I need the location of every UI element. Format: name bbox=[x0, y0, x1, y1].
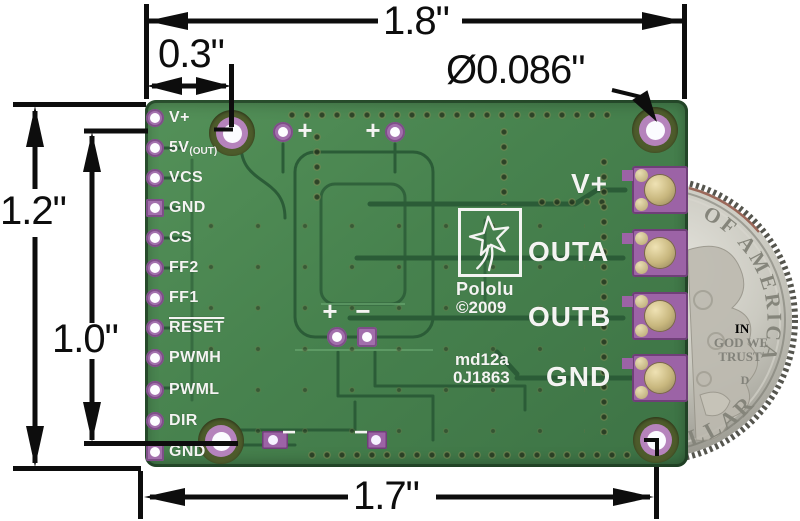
dimension-bottom-span: 1.7" bbox=[353, 474, 420, 518]
pin-hole bbox=[146, 381, 164, 399]
power-pad-outa bbox=[622, 229, 688, 277]
motto-line-3: TRUST bbox=[718, 349, 762, 364]
via-cluster bbox=[535, 195, 610, 210]
brand-text: Pololu bbox=[456, 279, 514, 299]
pin-hole bbox=[146, 169, 164, 187]
dimension-pin-span: 1.0" bbox=[52, 317, 119, 361]
pin-label: PWML bbox=[169, 381, 220, 398]
minus-mark: − bbox=[281, 419, 296, 446]
pin-hole bbox=[146, 139, 164, 157]
dimension-total-width: 1.8" bbox=[383, 0, 450, 43]
pin-hole bbox=[146, 349, 164, 367]
via-cluster bbox=[305, 448, 635, 462]
pin-row-vplus: V+ bbox=[146, 109, 190, 127]
dimension-hole-offset: 0.3" bbox=[158, 32, 225, 76]
pin-label: 5V(OUT) bbox=[169, 139, 218, 157]
ribbon-bow bbox=[699, 391, 731, 417]
pin-row-reset: RESET bbox=[146, 319, 224, 337]
pin-label: V+ bbox=[169, 109, 190, 126]
pin-hole bbox=[146, 229, 164, 247]
pin-label: GND bbox=[169, 443, 206, 460]
cap-hole bbox=[385, 122, 405, 142]
pin-hole bbox=[146, 412, 164, 430]
pin-label: CS bbox=[169, 229, 193, 246]
pad-label-outa: OUTA bbox=[528, 236, 610, 267]
dimension-hole-diameter: Ø0.086" bbox=[446, 48, 585, 92]
cap-hole-square bbox=[357, 327, 377, 347]
minus-mark: − bbox=[353, 419, 368, 446]
via-cluster bbox=[597, 155, 612, 435]
mint-mark: D bbox=[741, 373, 750, 387]
pad-label-gnd: GND bbox=[546, 361, 612, 392]
pad-label-outb: OUTB bbox=[528, 301, 612, 332]
pin-label: DIR bbox=[169, 412, 198, 429]
cap-hole bbox=[327, 327, 347, 347]
pin-row-dir: DIR bbox=[146, 412, 198, 430]
pin-label: FF2 bbox=[169, 259, 199, 276]
minus-mark: − bbox=[355, 296, 371, 326]
hair-curl bbox=[693, 290, 713, 310]
bottom-pad bbox=[367, 431, 387, 449]
pin-row-cs: CS bbox=[146, 229, 192, 247]
mounting-hole-top-right bbox=[632, 107, 678, 153]
pin-label: PWMH bbox=[169, 349, 222, 366]
via-cluster bbox=[285, 108, 615, 123]
pin-label: RESET bbox=[169, 319, 225, 336]
mounting-hole-bottom-right bbox=[633, 417, 679, 463]
plus-mark: + bbox=[322, 296, 338, 326]
pin-hole bbox=[146, 199, 164, 217]
plus-mark: + bbox=[365, 115, 381, 145]
pin-hole bbox=[146, 259, 164, 277]
pin-row-ff1: FF1 bbox=[146, 289, 199, 307]
plus-mark: + bbox=[297, 115, 313, 145]
cap-hole bbox=[273, 122, 293, 142]
pin-label: GND bbox=[169, 199, 206, 216]
motto-line-1: IN bbox=[735, 321, 750, 336]
serial-text: 0J1863 bbox=[453, 368, 510, 387]
power-pad-gnd bbox=[622, 354, 688, 402]
pololu-star-icon bbox=[468, 215, 510, 272]
pin-label-subscript: (OUT) bbox=[189, 146, 218, 157]
pin-row-ff2: FF2 bbox=[146, 259, 199, 277]
pin-hole bbox=[146, 289, 164, 307]
power-pad-vplus bbox=[622, 166, 688, 214]
pin-row-pwmh: PWMH bbox=[146, 349, 221, 367]
pin-row-pwml: PWML bbox=[146, 381, 219, 399]
bottom-pad bbox=[262, 431, 288, 449]
hair-curl bbox=[696, 371, 712, 387]
motor-driver-pcb: V+ 5V(OUT) VCS GND CS FF2 FF1 RESET PWMH… bbox=[145, 100, 688, 467]
pad-label-vplus: V+ bbox=[571, 168, 609, 199]
power-pad-outb bbox=[622, 292, 688, 340]
coin-reflection-line bbox=[688, 186, 760, 233]
pin-row-vcs: VCS bbox=[146, 169, 203, 187]
pololu-logo-box bbox=[458, 208, 522, 277]
via-cluster bbox=[497, 125, 512, 205]
pin-row-gnd2: GND bbox=[146, 443, 206, 461]
pin-hole bbox=[146, 109, 164, 127]
pin-hole bbox=[146, 319, 164, 337]
dimension-total-height: 1.2" bbox=[0, 189, 67, 233]
motto-line-2: GOD WE bbox=[714, 335, 768, 350]
model-text: md12a bbox=[455, 350, 509, 369]
copyright-text: ©2009 bbox=[456, 298, 507, 317]
pin-row-5vout: 5V(OUT) bbox=[146, 139, 217, 157]
hair-curl bbox=[707, 332, 725, 350]
pin-label: FF1 bbox=[169, 289, 199, 306]
pin-row-gnd: GND bbox=[146, 199, 206, 217]
pin-label: VCS bbox=[169, 169, 204, 186]
via-cluster bbox=[310, 130, 325, 205]
pin-hole bbox=[146, 443, 164, 461]
